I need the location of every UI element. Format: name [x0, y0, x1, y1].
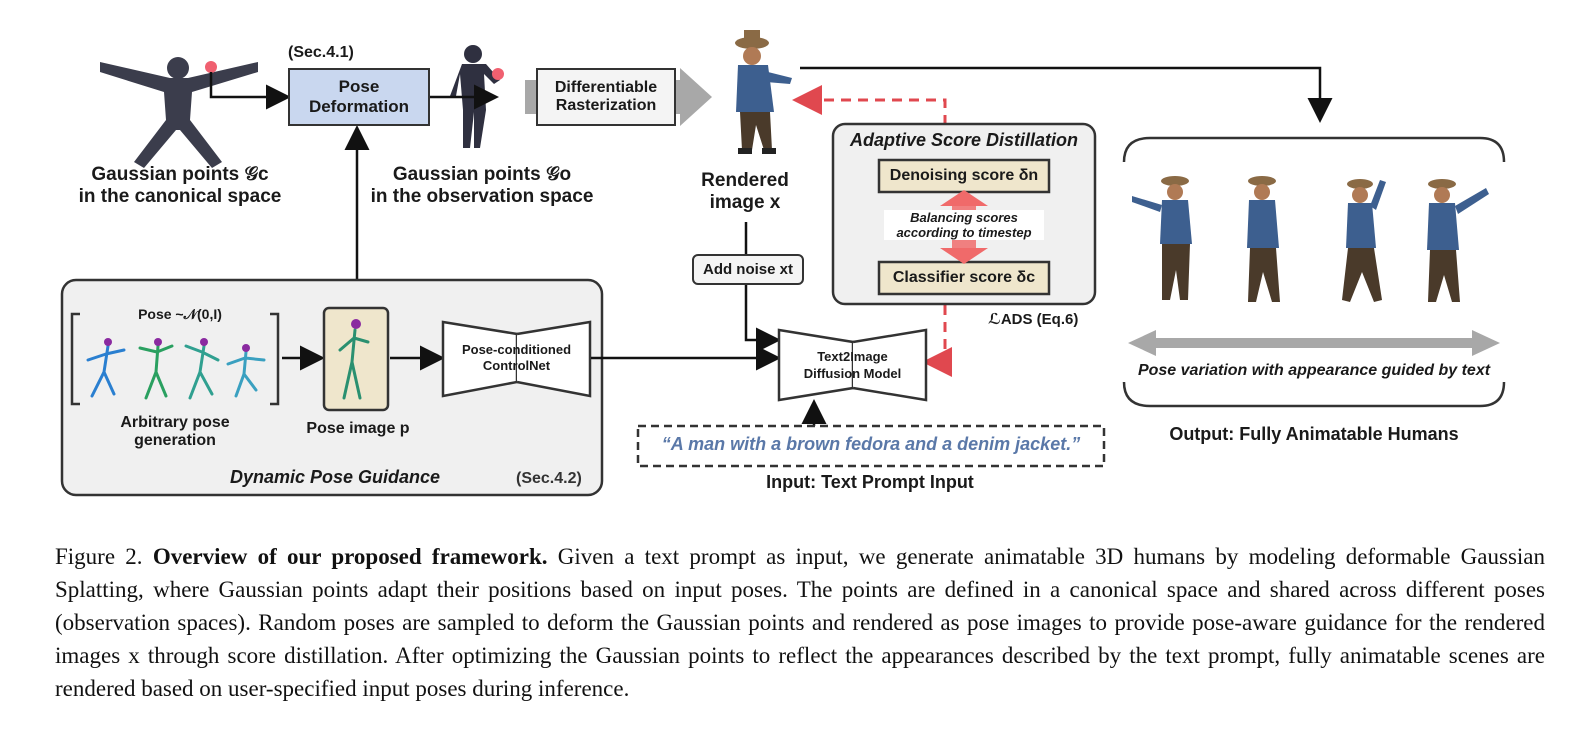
pose-deformation-line2: Deformation [308, 97, 410, 116]
caption-title: Overview of our proposed framework. [152, 544, 548, 569]
caption-prefix: Figure 2. [55, 544, 143, 569]
output-person-3 [1342, 179, 1386, 302]
text-prompt: “A man with a brown fedora and a denim j… [661, 434, 1081, 454]
canonical-label-line2: in the canonical space [78, 186, 282, 207]
diff-raster-line2: Rasterization [555, 97, 657, 114]
t2i-line1: Text2Image [817, 349, 888, 364]
canonical-label: Gaussian points 𝒢c in the canonical spac… [50, 164, 310, 208]
observation-label: Gaussian points 𝒢o in the observation sp… [352, 164, 612, 208]
caption-body: Given a text prompt as input, we generat… [55, 544, 1545, 701]
canonical-label-line1: Gaussian points 𝒢c [91, 164, 269, 185]
output-person-4 [1427, 179, 1489, 302]
output-person-2 [1247, 176, 1280, 302]
output-person-1 [1132, 176, 1192, 300]
pose-distribution: Pose ~𝒩(0,I) [138, 306, 222, 322]
rendered-label-line1: Rendered [701, 170, 789, 191]
dpg-title: Dynamic Pose Guidance [229, 467, 441, 487]
arbitrary-pose-label: Arbitrary pose generation [90, 414, 260, 450]
output-label: Output: Fully Animatable Humans [1169, 424, 1459, 444]
controlnet-line1: Pose-conditioned [461, 342, 572, 357]
balancing-line1: Balancing scores [910, 210, 1018, 225]
ads-loss-label: ℒADS (Eq.6) [988, 311, 1079, 328]
t2i-line2: Diffusion Model [803, 366, 902, 381]
figure-caption: Figure 2. Overview of our proposed frame… [55, 540, 1545, 705]
pose-skeletons [86, 338, 266, 400]
denoising-score: Denoising score δn [889, 167, 1039, 184]
sec41-label: (Sec.4.1) [288, 44, 354, 61]
diff-raster-line1: Differentiable [554, 79, 658, 96]
input-label: Input: Text Prompt Input [766, 472, 974, 492]
arbitrary-line1: Arbitrary pose [120, 414, 230, 431]
controlnet-label: Pose-conditioned ControlNet [443, 342, 590, 374]
pose-deformation-box: Pose Deformation [288, 68, 430, 126]
framework-diagram [60, 30, 1506, 497]
arbitrary-line2: generation [134, 432, 216, 449]
classifier-score: Classifier score δc [892, 269, 1036, 286]
canonical-gaussian-figure [100, 57, 258, 168]
rendered-label-line2: image x [709, 192, 781, 213]
pose-image-label: Pose image p [306, 420, 410, 437]
rendered-person-image [735, 30, 792, 154]
rendered-image-label: Rendered image x [690, 170, 800, 214]
balancing-line2: according to timestep [896, 225, 1032, 240]
balancing-scores: Balancing scores according to timestep [884, 210, 1044, 240]
t2i-label: Text2Image Diffusion Model [779, 348, 926, 382]
observation-label-line1: Gaussian points 𝒢o [392, 164, 572, 185]
pose-image-skeleton [338, 319, 370, 400]
controlnet-line2: ControlNet [482, 358, 551, 373]
observation-label-line2: in the observation space [370, 186, 594, 207]
ads-title: Adaptive Score Distillation [849, 130, 1079, 150]
differentiable-rasterization-box: Differentiable Rasterization [536, 68, 676, 126]
sec42-label: (Sec.4.2) [516, 470, 582, 487]
add-noise-box: Add noise xt [692, 254, 804, 285]
pose-deformation-line1: Pose [338, 77, 380, 96]
pose-variation-label: Pose variation with appearance guided by… [1137, 362, 1491, 379]
